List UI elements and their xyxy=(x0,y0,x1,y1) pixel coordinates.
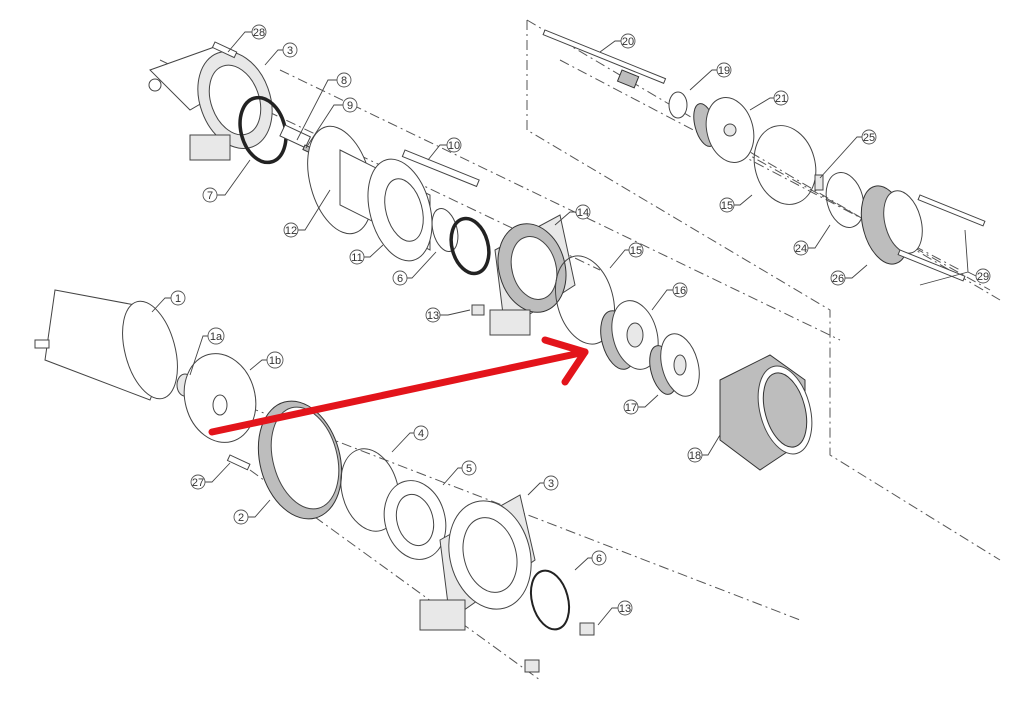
callout-26: 26 xyxy=(830,264,868,286)
svg-text:26: 26 xyxy=(832,273,844,285)
callout-1: 1 xyxy=(151,290,186,313)
part-3-lower-end-housing xyxy=(419,494,536,631)
part-28-bolt xyxy=(211,41,238,59)
part-29-bolts xyxy=(897,194,986,282)
part-14-gear-housing xyxy=(489,214,576,336)
callout-3-lower: 3 xyxy=(527,475,559,496)
svg-text:8: 8 xyxy=(341,75,347,87)
svg-text:25: 25 xyxy=(863,132,875,144)
part-20-input-shaft xyxy=(542,29,667,89)
callout-9: 9 xyxy=(305,97,358,149)
callout-15-upper: 15 xyxy=(719,194,753,213)
part-25-clutch-key xyxy=(814,174,824,191)
svg-text:20: 20 xyxy=(622,36,634,48)
callout-14: 14 xyxy=(554,204,591,226)
svg-text:21: 21 xyxy=(775,93,787,105)
svg-text:9: 9 xyxy=(347,100,353,112)
part-24-ring xyxy=(825,172,865,228)
part-3-upper-end-housing xyxy=(148,44,273,161)
callout-7: 7 xyxy=(202,159,251,203)
callout-13-upper: 13 xyxy=(425,307,471,323)
part-o-ring-upper xyxy=(449,216,491,276)
callout-6-upper: 6 xyxy=(392,251,437,286)
callout-18: 18 xyxy=(687,434,721,463)
part-1-motor xyxy=(34,289,178,401)
svg-text:7: 7 xyxy=(207,190,213,202)
callout-4: 4 xyxy=(391,425,429,453)
part-13-nut-upper xyxy=(471,304,485,316)
part-15-gasket-lower xyxy=(555,255,615,345)
svg-text:3: 3 xyxy=(548,478,554,490)
part-17-planet-carrier xyxy=(649,333,700,397)
part-18-ring-gear xyxy=(719,354,813,471)
svg-text:17: 17 xyxy=(625,402,637,414)
callout-1b: 1b xyxy=(249,351,284,371)
part-2-adapter-flange xyxy=(257,400,343,520)
svg-text:12: 12 xyxy=(285,225,297,237)
callout-10: 10 xyxy=(427,137,462,161)
callout-11: 11 xyxy=(349,244,384,265)
part-27-bolt xyxy=(226,454,251,471)
svg-text:24: 24 xyxy=(795,243,807,255)
highlight-arrow xyxy=(208,336,589,436)
svg-text:10: 10 xyxy=(448,140,460,152)
svg-text:6: 6 xyxy=(596,553,602,565)
svg-text:4: 4 xyxy=(418,428,424,440)
svg-text:14: 14 xyxy=(577,207,589,219)
part-1b-motor-plate xyxy=(183,353,257,443)
svg-text:29: 29 xyxy=(977,271,989,283)
callout-24: 24 xyxy=(793,224,831,256)
svg-text:1: 1 xyxy=(175,293,181,305)
callout-19: 19 xyxy=(689,62,732,91)
part-19-thrust-washer xyxy=(668,91,688,119)
svg-text:16: 16 xyxy=(674,285,686,297)
svg-text:6: 6 xyxy=(397,273,403,285)
part-26-end-cover xyxy=(860,185,923,265)
part-11-drum-flange xyxy=(367,158,433,262)
svg-text:3: 3 xyxy=(287,45,293,57)
part-10-tie-rod xyxy=(401,149,480,188)
part-8-bushing xyxy=(279,124,312,149)
callout-3-upper: 3 xyxy=(264,42,298,66)
callout-29: 29 xyxy=(919,229,991,286)
callout-16: 16 xyxy=(651,282,688,311)
svg-text:19: 19 xyxy=(718,65,730,77)
svg-text:27: 27 xyxy=(192,477,204,489)
callout-21: 21 xyxy=(749,90,789,111)
part-13-nuts-lower xyxy=(524,622,595,673)
svg-text:15: 15 xyxy=(630,245,642,257)
callout-20: 20 xyxy=(599,33,636,53)
callout-6-lower: 6 xyxy=(574,550,607,571)
svg-text:5: 5 xyxy=(466,463,472,475)
callout-2: 2 xyxy=(233,499,271,525)
part-6-retaining-ring-lower xyxy=(529,569,571,631)
callout-1a: 1a xyxy=(189,327,225,376)
callout-25: 25 xyxy=(819,129,877,179)
svg-text:28: 28 xyxy=(253,27,265,39)
part-7-o-ring xyxy=(238,95,288,165)
svg-text:13: 13 xyxy=(427,310,439,322)
part-16-planet-carrier xyxy=(600,300,659,370)
part-21-planet-carrier xyxy=(693,97,755,163)
svg-text:18: 18 xyxy=(689,450,701,462)
part-6-retaining-ring-upper xyxy=(431,208,459,252)
part-5-gasket xyxy=(383,480,447,560)
part-15-gasket-upper xyxy=(753,125,817,205)
callout-13-lower: 13 xyxy=(597,600,633,626)
callout-15-lower: 15 xyxy=(609,242,644,269)
detail-box-outline xyxy=(526,19,1001,561)
svg-text:1b: 1b xyxy=(269,355,281,367)
callout-12: 12 xyxy=(283,189,331,238)
svg-text:2: 2 xyxy=(238,512,244,524)
callout-8: 8 xyxy=(296,72,352,141)
callout-27: 27 xyxy=(190,462,231,490)
callout-28: 28 xyxy=(227,24,267,53)
callout-17: 17 xyxy=(623,394,659,415)
part-4-o-ring xyxy=(340,448,400,532)
svg-text:1a: 1a xyxy=(210,331,223,343)
svg-text:13: 13 xyxy=(619,603,631,615)
svg-text:15: 15 xyxy=(721,200,733,212)
callout-5: 5 xyxy=(442,460,477,486)
svg-text:11: 11 xyxy=(351,252,362,264)
